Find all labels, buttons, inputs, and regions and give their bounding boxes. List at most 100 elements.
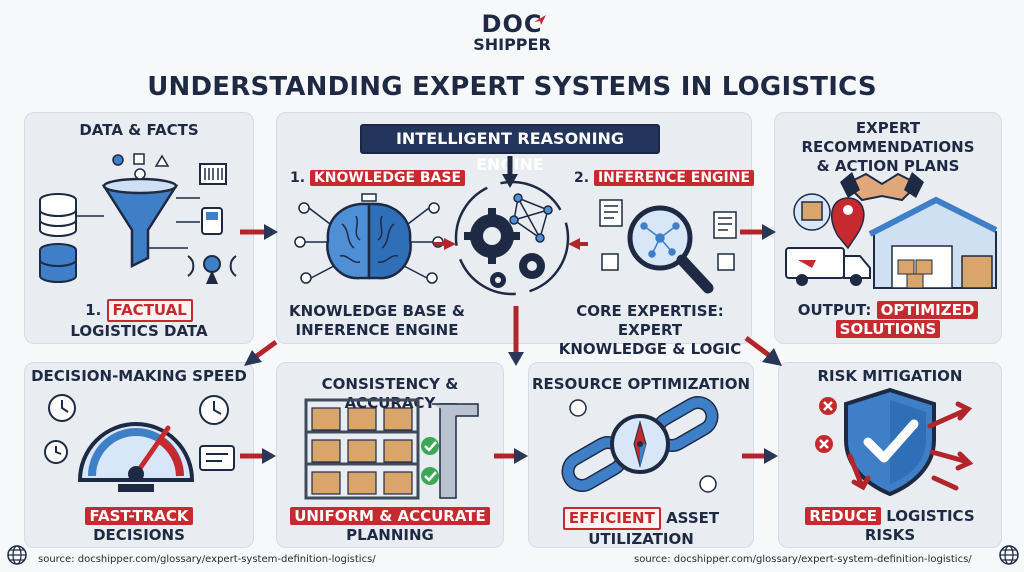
document-icon [599, 199, 737, 271]
funnel-icon [101, 153, 179, 269]
arrow-engine-to-speed [244, 339, 278, 366]
source-right: source: docshipper.com/glossary/expert-s… [634, 554, 972, 565]
caption-highlight: EFFICIENT [562, 507, 661, 530]
arrow-engine-down [508, 306, 524, 366]
arrow-engine-to-recommendations [740, 224, 776, 240]
docshipper-logo: DOC SHIPPER [462, 12, 562, 54]
inference-engine-label: 2. INFERENCE ENGINE [574, 170, 755, 186]
title-line-1: EXPERT RECOMMENDATIONS [801, 119, 975, 156]
box-icon [793, 193, 831, 231]
arrow-resource-to-risk [742, 448, 778, 464]
caption-line-2: RISKS [864, 526, 916, 544]
knowledge-base-label: 1. KNOWLEDGE BASE [290, 170, 466, 186]
caption-line-1b: LOGISTICS [886, 507, 975, 525]
caption-consistency: UNIFORM & ACCURATE PLANNING [277, 507, 503, 545]
shelf-icon [304, 398, 420, 500]
caption-line-1b: ASSET [666, 509, 720, 527]
gear-icon [464, 208, 520, 264]
caption-highlight: UNIFORM & ACCURATE [290, 507, 490, 525]
caption-right-1: CORE EXPERTISE: EXPERT [576, 302, 724, 339]
magnifier-illustration [599, 199, 737, 294]
chat-bubble-icon [199, 445, 235, 471]
plane-icon [534, 15, 546, 25]
arrow-banner-down [502, 156, 518, 188]
kb-label-highlight: KNOWLEDGE BASE [309, 170, 466, 186]
logo-doc-text: DOC [481, 10, 543, 38]
ie-label-num: 2. [574, 170, 590, 186]
panel-title-data-facts: DATA & FACTS [79, 121, 199, 139]
warehouse-icon [868, 196, 998, 289]
globe-icon [7, 545, 27, 565]
compass-icon [610, 414, 670, 474]
page-title: UNDERSTANDING EXPERT SYSTEMS IN LOGISTIC… [147, 72, 877, 102]
caption-highlight: REDUCE [805, 507, 882, 525]
caption-line-2: UTILIZATION [588, 530, 694, 548]
caption-engine-left: KNOWLEDGE BASE & INFERENCE ENGINE [282, 302, 472, 340]
caption-output: OUTPUT: [797, 301, 872, 319]
magnifying-glass-icon [627, 205, 714, 294]
engine-banner: INTELLIGENT REASONING ENGINE [360, 124, 660, 174]
source-left: source: docshipper.com/glossary/expert-s… [38, 554, 376, 565]
speedometer-illustration [44, 394, 235, 492]
caption-resource: EFFICIENT ASSET UTILIZATION [529, 507, 753, 549]
caption-highlight-1: OPTIMIZED [876, 301, 979, 319]
gears-network-illustration [454, 180, 570, 296]
arrow-data-to-engine [240, 224, 278, 240]
kb-label-num: 1. [290, 170, 306, 186]
caption-num: 1. [85, 301, 102, 319]
location-pin-icon [830, 197, 865, 250]
caption-highlight: FAST-TRACK [85, 507, 193, 525]
database-icon [39, 193, 77, 237]
panel-title-recommendations: EXPERT RECOMMENDATIONS & ACTION PLANS [775, 119, 1001, 176]
caption-line-2: LOGISTICS DATA [70, 322, 208, 340]
caption-line-2: DECISIONS [93, 526, 185, 544]
caption-left-2: INFERENCE ENGINE [295, 321, 459, 339]
small-compass-icon [569, 399, 717, 493]
caliper-icon [432, 403, 479, 499]
arrow-ie-to-gears [568, 238, 588, 250]
arrow-consistency-to-resource [494, 448, 528, 464]
ie-label-highlight: INFERENCE ENGINE [593, 170, 755, 186]
title-line-2: & ACTION PLANS [816, 157, 960, 175]
brain-icon [326, 202, 412, 280]
gear-icon [519, 253, 545, 279]
x-mark-icon [815, 397, 837, 453]
warehouse-illustration [785, 172, 998, 289]
panel-title-resource: RESOURCE OPTIMIZATION [531, 375, 751, 393]
caption-risk: REDUCE LOGISTICS RISKS [779, 507, 1001, 545]
data-funnel-illustration [39, 153, 237, 284]
globe-icon [999, 545, 1019, 565]
chain-compass-illustration [561, 396, 719, 493]
logo-shipper-text: SHIPPER [473, 35, 551, 54]
caption-recommendations: OUTPUT: OPTIMIZED SOLUTIONS [775, 301, 1001, 339]
arrow-engine-to-risk [744, 336, 782, 366]
caption-speed: FAST-TRACK DECISIONS [25, 507, 253, 545]
caption-engine-right: CORE EXPERTISE: EXPERT KNOWLEDGE & LOGIC [552, 302, 748, 359]
shelves-illustration [304, 398, 479, 500]
deflected-arrow-icon [847, 401, 974, 491]
caption-left-1: KNOWLEDGE BASE & [289, 302, 465, 320]
caption-highlight: FACTUAL [106, 299, 193, 322]
panel-title-risk: RISK MITIGATION [817, 367, 963, 385]
clock-icon [44, 394, 229, 464]
speedometer-icon [77, 422, 195, 492]
delivery-van-icon [785, 247, 871, 286]
barcode-scanner-icon [199, 163, 227, 235]
gear-icon [490, 272, 506, 288]
network-icon [509, 193, 553, 243]
arrow-speed-to-consistency [240, 448, 276, 464]
panel-title-speed: DECISION-MAKING SPEED [31, 367, 247, 385]
shield-icon [844, 387, 936, 497]
caption-data-facts: 1. FACTUAL LOGISTICS DATA [25, 299, 253, 341]
arrow-kb-to-gears [434, 238, 456, 250]
brain-network-illustration [294, 193, 444, 284]
sensor-icon [187, 255, 237, 284]
checkmark-icon [421, 437, 439, 485]
handshake-icon [840, 172, 924, 202]
caption-right-2: KNOWLEDGE & LOGIC [558, 340, 742, 358]
shield-illustration [815, 387, 974, 497]
database-icon [39, 243, 77, 283]
caption-highlight-2: SOLUTIONS [835, 320, 941, 338]
